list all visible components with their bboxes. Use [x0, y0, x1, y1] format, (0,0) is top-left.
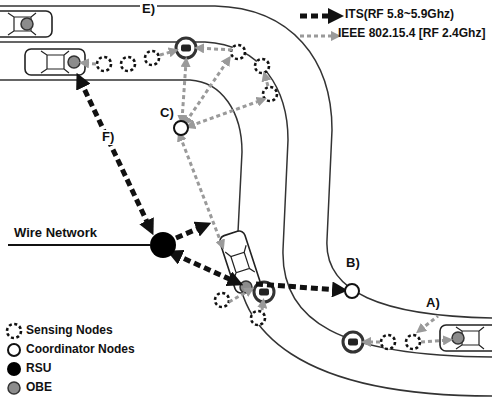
network-label: Wire Network [12, 226, 99, 241]
sensing-nodes [97, 45, 420, 349]
road [0, 6, 492, 396]
ieee-links [84, 48, 448, 342]
wire [8, 244, 150, 246]
obe-units [21, 18, 464, 344]
callout-letter: A) [424, 296, 442, 311]
legend-samples [7, 16, 336, 394]
legend-text: Coordinator Nodes [26, 343, 135, 357]
vehicles [0, 11, 492, 351]
vehicle-coordinators [176, 38, 363, 352]
callout-letter: C) [158, 106, 176, 121]
legend-text: Sensing Nodes [26, 324, 113, 338]
its-links [80, 80, 340, 290]
legend-text: RSU [26, 362, 51, 376]
legend-text: IEEE 802.15.4 [RF 2.4Ghz] [338, 27, 488, 41]
coordinator-nodes [174, 121, 359, 298]
callout-letter: E) [140, 2, 157, 17]
callout-letter: B) [344, 256, 362, 271]
legend-text: OBE [26, 381, 52, 395]
rsu [150, 232, 176, 258]
callout-letter: F) [100, 130, 116, 145]
legend-text: ITS(RF 5.8~5.9Ghz) [345, 8, 454, 22]
